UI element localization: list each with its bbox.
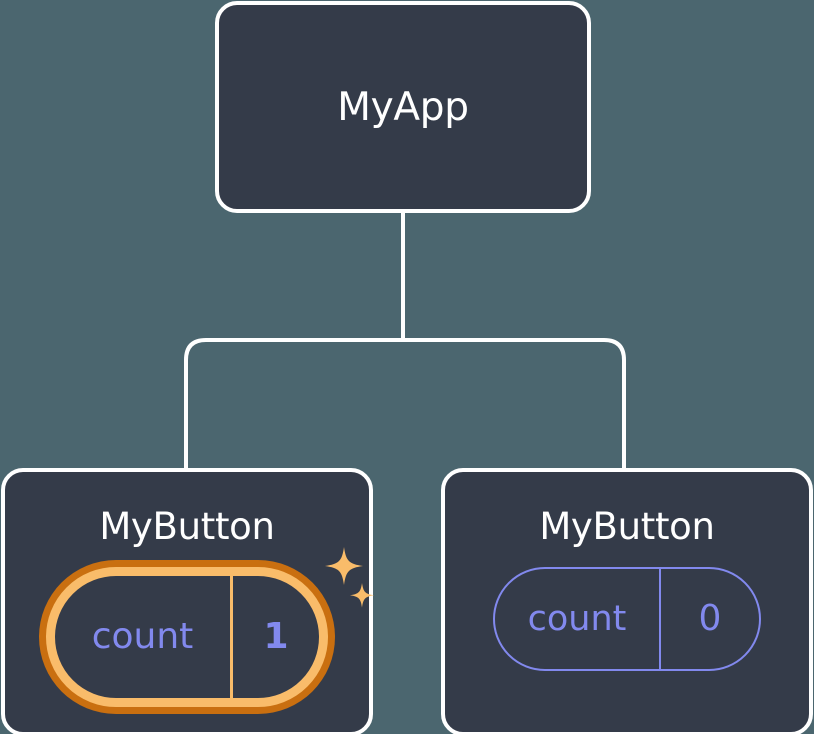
component-node-mybutton-left[interactable]: MyButton count 1 [1, 468, 374, 734]
connector-branch-bus [184, 338, 626, 470]
component-node-mybutton-right[interactable]: MyButton count 0 [441, 468, 813, 734]
state-pill-value: 0 [698, 598, 722, 639]
state-pill-divider [659, 569, 661, 669]
component-node-label: MyApp [337, 84, 469, 130]
state-pill-key: count [527, 598, 627, 639]
state-pill-highlighted[interactable]: count 1 [46, 567, 328, 707]
state-pill[interactable]: count 0 [493, 567, 761, 671]
state-pill-wrapper: count 1 [46, 547, 374, 707]
component-node-label: MyButton [99, 505, 275, 548]
state-pill-divider [230, 576, 233, 698]
state-pill-value: 1 [263, 616, 289, 657]
state-pill-wrapper: count 0 [493, 567, 761, 671]
state-pill-key: count [91, 616, 194, 657]
component-node-label: MyButton [539, 505, 715, 548]
component-node-myapp[interactable]: MyApp [215, 1, 591, 213]
